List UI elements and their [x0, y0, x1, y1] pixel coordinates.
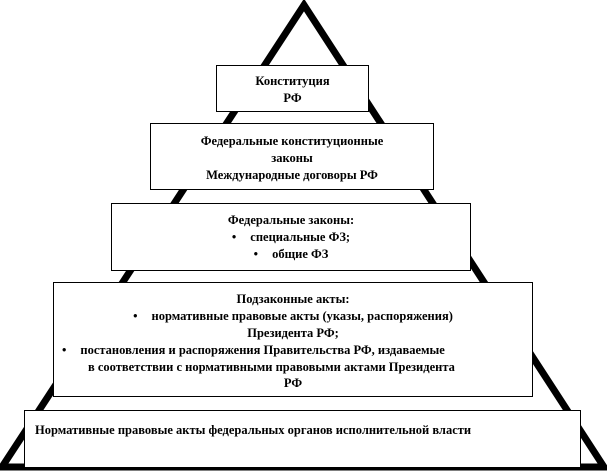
bylaws-title: Подзаконные акты: — [236, 292, 350, 306]
federal-laws-list: • специальные ФЗ; • общие ФЗ — [112, 229, 470, 263]
list-item: • общие ФЗ — [112, 246, 470, 263]
bylaws-item-2-line-2: в соответствии с нормативными правовыми … — [88, 359, 455, 374]
fkz-line-1: Федеральные конституционные — [200, 134, 384, 148]
bullet-icon: • — [133, 308, 138, 323]
level-bylaws: Подзаконные акты: • нормативные правовые … — [53, 282, 533, 397]
list-item: • специальные ФЗ; — [112, 229, 470, 246]
bylaws-item-1-line-1: нормативные правовые акты (указы, распор… — [151, 308, 453, 323]
level-federal-laws: Федеральные законы: • специальные ФЗ; • об… — [111, 203, 471, 271]
treaties-line: Международные договоры РФ — [206, 167, 378, 182]
constitution-line-2: РФ — [283, 90, 302, 105]
bullet-icon: • — [253, 246, 259, 261]
federal-laws-title: Федеральные законы: — [227, 213, 355, 227]
level-constitution: Конституция РФ — [216, 65, 369, 112]
constitution-line-1: Конституция — [255, 74, 330, 88]
bullet-icon: • — [62, 342, 67, 357]
level-executive-acts: Нормативные правовые акты федеральных ор… — [24, 410, 581, 468]
executive-acts-text: Нормативные правовые акты федеральных ор… — [35, 423, 472, 437]
list-item-label: специальные ФЗ; — [250, 229, 351, 244]
bylaws-item-2: • постановления и распоряжения Правительс… — [54, 342, 532, 359]
bylaws-item-2-line-1: постановления и распоряжения Правительст… — [80, 342, 445, 357]
bylaws-item-1: • нормативные правовые акты (указы, распо… — [54, 308, 532, 325]
bylaws-item-2-line-3: РФ — [283, 376, 303, 391]
bylaws-item-1-line-2: Президента РФ; — [247, 325, 339, 340]
list-item-label: общие ФЗ — [272, 246, 329, 261]
level-federal-constitutional-laws: Федеральные конституционные законы Между… — [150, 123, 434, 190]
fkz-line-2: законы — [271, 150, 313, 165]
bullet-icon: • — [231, 229, 237, 244]
